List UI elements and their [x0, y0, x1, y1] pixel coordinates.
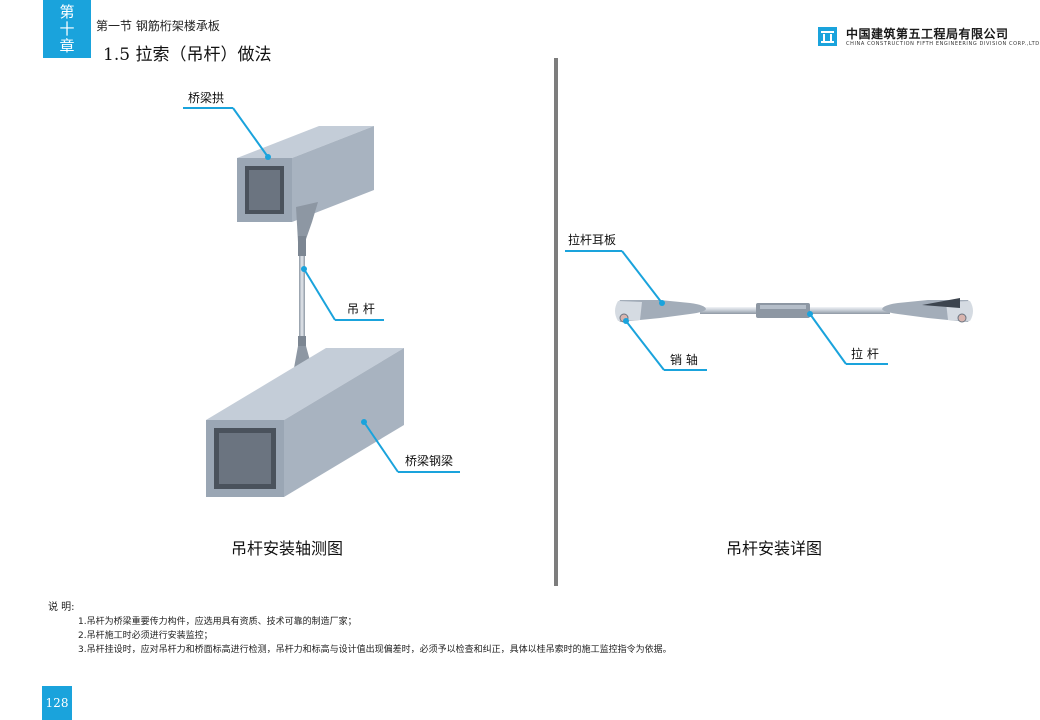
chapter-tab-char: 十 [59, 20, 75, 38]
chapter-tab-char: 第 [59, 3, 75, 21]
notes-heading: 说 明: [48, 602, 75, 613]
chapter-tab: 第 十 章 [43, 0, 91, 58]
girder-box-illustration [206, 348, 404, 497]
arch-label: 桥梁拱 [188, 91, 225, 105]
arch-callout [183, 107, 271, 160]
note-item: 2.吊杆施工时必须进行安装监控； [78, 631, 213, 641]
company-name-en: CHINA CONSTRUCTION FIFTH ENGINEERING DIV… [846, 41, 1040, 47]
left-figure-caption: 吊杆安装轴测图 [231, 539, 344, 558]
pin-callout [623, 318, 707, 371]
right-figure-caption: 吊杆安装详图 [726, 539, 823, 558]
company-name: 中国建筑第五工程局有限公司 [846, 27, 1009, 41]
page-number: 128 [42, 686, 72, 720]
ear-plate-label: 拉杆耳板 [568, 233, 617, 247]
page-title: 1.5 拉索（吊杆）做法 [103, 45, 272, 65]
note-item: 3.吊杆挂设时，应对吊杆力和桥面标高进行检测，吊杆力和标高与设计值出现偏差时，必… [78, 645, 672, 655]
girder-label: 桥梁钢梁 [405, 454, 454, 468]
vertical-divider [554, 58, 558, 586]
ear-plate-callout [565, 250, 665, 306]
company-logo-icon [818, 27, 837, 46]
girder-callout [361, 419, 460, 473]
rod-callout [807, 311, 888, 365]
hanger-label: 吊 杆 [347, 302, 375, 316]
note-item: 1.吊杆为桥梁重要传力构件，应选用具有资质、技术可靠的制造厂家； [78, 617, 357, 627]
tie-rod-illustration [615, 298, 973, 323]
upper-ear-plate-illustration [296, 202, 318, 256]
hanger-rod-illustration [299, 256, 305, 348]
rod-label: 拉 杆 [851, 347, 879, 361]
hanger-callout [301, 266, 384, 321]
arch-box-illustration [237, 126, 374, 222]
pin-label: 销 轴 [670, 353, 698, 367]
chapter-tab-char: 章 [59, 37, 75, 55]
section-label: 第一节 钢筋桁架楼承板 [96, 19, 220, 33]
